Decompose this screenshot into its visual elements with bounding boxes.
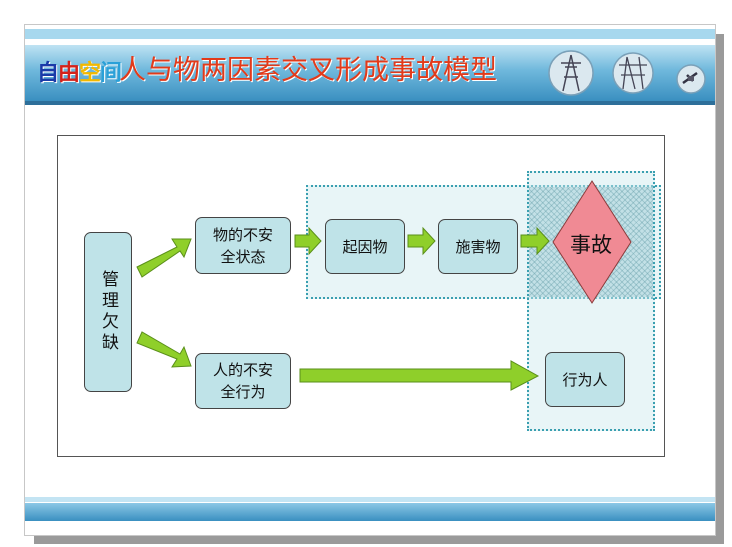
node-actor: 行为人 [545, 352, 625, 407]
satellite-icon [676, 64, 706, 94]
title-bar-top [25, 29, 715, 39]
header-decoration [548, 50, 706, 96]
arrow-management-to-act [136, 331, 192, 368]
title-bar [25, 45, 715, 101]
arrow-origin-to-harm [407, 226, 436, 256]
arrow-act-to-actor [299, 360, 540, 391]
node-unsafe-act-label: 人的不安全行为 [212, 361, 273, 401]
arrow-state-to-origin [294, 226, 322, 256]
transmission-tower-icon [548, 50, 594, 96]
slide: 自 由 空 间 人与物两因素交叉形成事故模型 事故 管 [24, 24, 716, 536]
title-bar-bottom [25, 101, 715, 105]
logo-char-1: 自 [37, 61, 59, 86]
flow-arrows [136, 180, 632, 391]
node-unsafe-act: 人的不安全行为 [195, 353, 291, 409]
node-unsafe-state-label: 物的不安全状态 [212, 225, 273, 266]
node-harm-object: 施害物 [438, 219, 518, 274]
node-unsafe-state: 物的不安全状态 [195, 217, 291, 274]
node-actor-label: 行为人 [562, 370, 608, 389]
node-origin-label: 起因物 [342, 237, 388, 256]
accident-label: 事故 [570, 233, 612, 257]
arrow-harm-to-accident [520, 226, 550, 256]
footer-bar-top [25, 497, 715, 502]
footer-bar [25, 503, 715, 521]
logo-char-3: 空 [79, 61, 101, 86]
power-line-icon [612, 52, 654, 94]
logo-char-2: 由 [58, 61, 80, 86]
node-harm-label: 施害物 [455, 237, 501, 256]
slide-title: 人与物两因素交叉形成事故模型 [119, 55, 497, 86]
node-management-deficiency: 管理欠缺 [84, 232, 132, 392]
accident-diamond [552, 180, 632, 304]
logo-char-4: 间 [100, 61, 122, 86]
arrow-management-to-state [136, 238, 192, 278]
site-logo: 自 由 空 间 [37, 53, 122, 89]
node-origin-object: 起因物 [325, 219, 405, 274]
